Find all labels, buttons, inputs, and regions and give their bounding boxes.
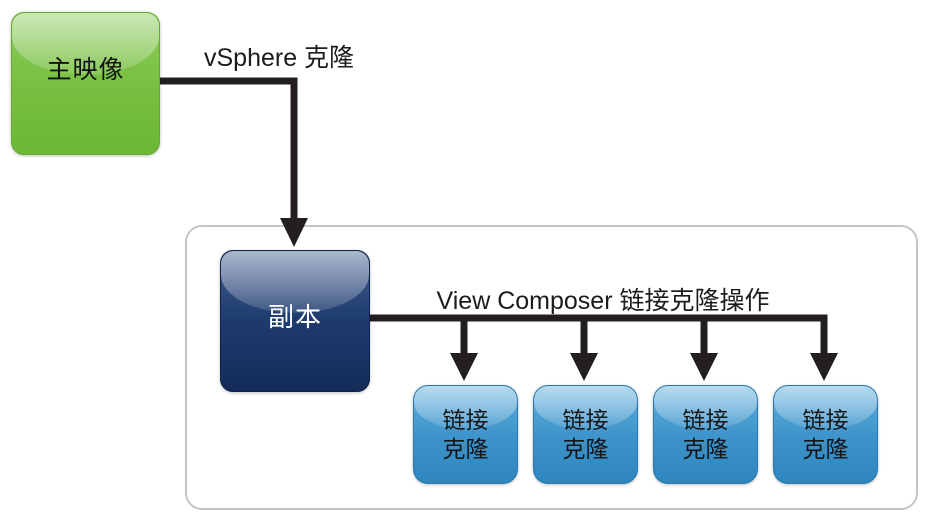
linked-clone-label-line1: 链接 bbox=[442, 406, 489, 433]
linked-clone-node-3: 链接 克隆 bbox=[653, 385, 758, 484]
master-image-node: 主映像 bbox=[11, 12, 160, 155]
linked-clone-node-2: 链接 克隆 bbox=[533, 385, 638, 484]
linked-clone-label: 链接 克隆 bbox=[563, 406, 609, 463]
linked-clone-node-4: 链接 克隆 bbox=[773, 385, 878, 484]
linked-clone-node-1: 链接 克隆 bbox=[413, 385, 518, 484]
linked-clone-label-line1: 链接 bbox=[682, 406, 729, 433]
linked-clone-label: 链接 克隆 bbox=[683, 406, 729, 463]
linked-clone-label: 链接 克隆 bbox=[803, 406, 849, 463]
vsphere-clone-arrow-line bbox=[158, 77, 298, 220]
master-image-label: 主映像 bbox=[46, 55, 125, 84]
linked-clone-label-line1: 链接 bbox=[802, 406, 849, 433]
linked-clone-label-line1: 链接 bbox=[562, 406, 609, 433]
composer-operation-label: View Composer 链接克隆操作 bbox=[436, 287, 770, 315]
linked-clone-label-line2: 克隆 bbox=[682, 435, 729, 462]
linked-clone-label-line2: 克隆 bbox=[802, 435, 849, 462]
replica-node: 副本 bbox=[220, 250, 370, 392]
linked-clone-label: 链接 克隆 bbox=[443, 406, 489, 463]
linked-clone-label-line2: 克隆 bbox=[442, 435, 489, 462]
replica-label: 副本 bbox=[267, 301, 322, 332]
linked-clone-label-line2: 克隆 bbox=[562, 435, 609, 462]
vsphere-clone-label: vSphere 克隆 bbox=[204, 44, 355, 72]
